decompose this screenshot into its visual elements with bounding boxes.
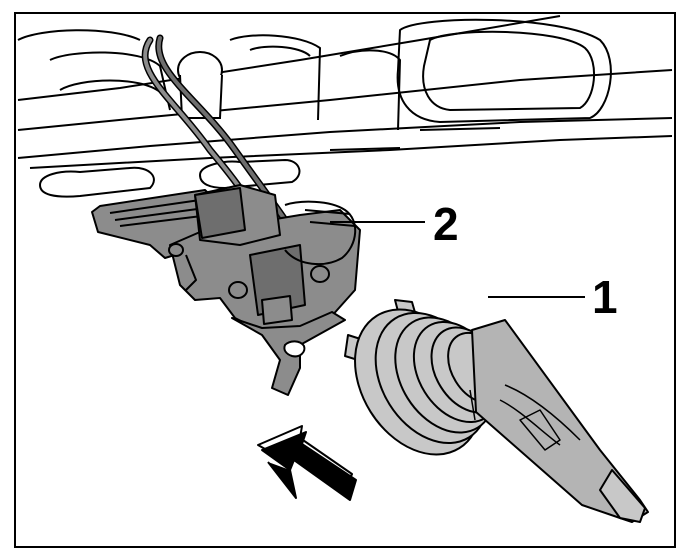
insert-arrow-icon — [257, 425, 357, 501]
headlamp-housing — [17, 15, 673, 198]
bulb-holder — [91, 184, 361, 396]
housing-socket — [177, 51, 223, 119]
callout-2: 2 — [433, 198, 459, 250]
callout-leaders — [330, 221, 585, 298]
halogen-bulb — [344, 299, 649, 523]
callout-1: 1 — [592, 271, 618, 323]
